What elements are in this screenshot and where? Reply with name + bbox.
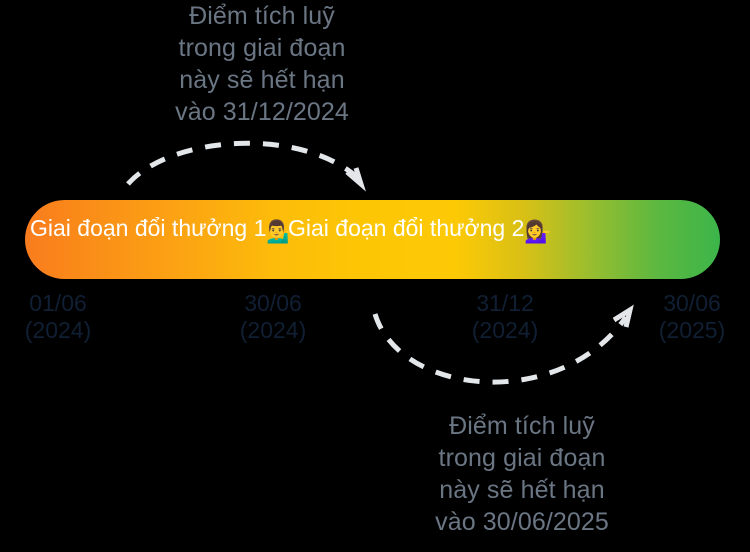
date-label-start-phase-1: 01/06 (2024) bbox=[24, 290, 92, 343]
phase-1-label-text: Giai đoạn đổi thưởng 1 bbox=[30, 215, 267, 241]
phase-2-label-text: Giai đoạn đổi thưởng 2 bbox=[288, 215, 525, 241]
dashed-arc-arrow-phase-1-expiry bbox=[126, 140, 366, 192]
date-label-expiry-phase-1: 31/12 (2024) bbox=[471, 290, 539, 343]
annotation-text-top: Điểm tích luỹ trong giai đoạn này sẽ hết… bbox=[175, 2, 349, 126]
person-tipping-hand-woman-emoji: 💁‍♀️ bbox=[524, 219, 552, 244]
date-label-end-phase-1: 30/06 (2024) bbox=[239, 290, 307, 343]
phase-2-label: Giai đoạn đổi thưởng 2💁‍♀️ bbox=[288, 213, 552, 247]
phase-1-label: Giai đoạn đổi thưởng 1💁‍♂️ bbox=[30, 213, 294, 247]
annotation-text-bottom: Điểm tích luỹ trong giai đoạn này sẽ hết… bbox=[435, 412, 609, 536]
timeline-gradient-bar bbox=[25, 200, 720, 279]
date-label-expiry-phase-2: 30/06 (2025) bbox=[658, 290, 726, 343]
person-tipping-hand-man-emoji: 💁‍♂️ bbox=[266, 219, 294, 244]
